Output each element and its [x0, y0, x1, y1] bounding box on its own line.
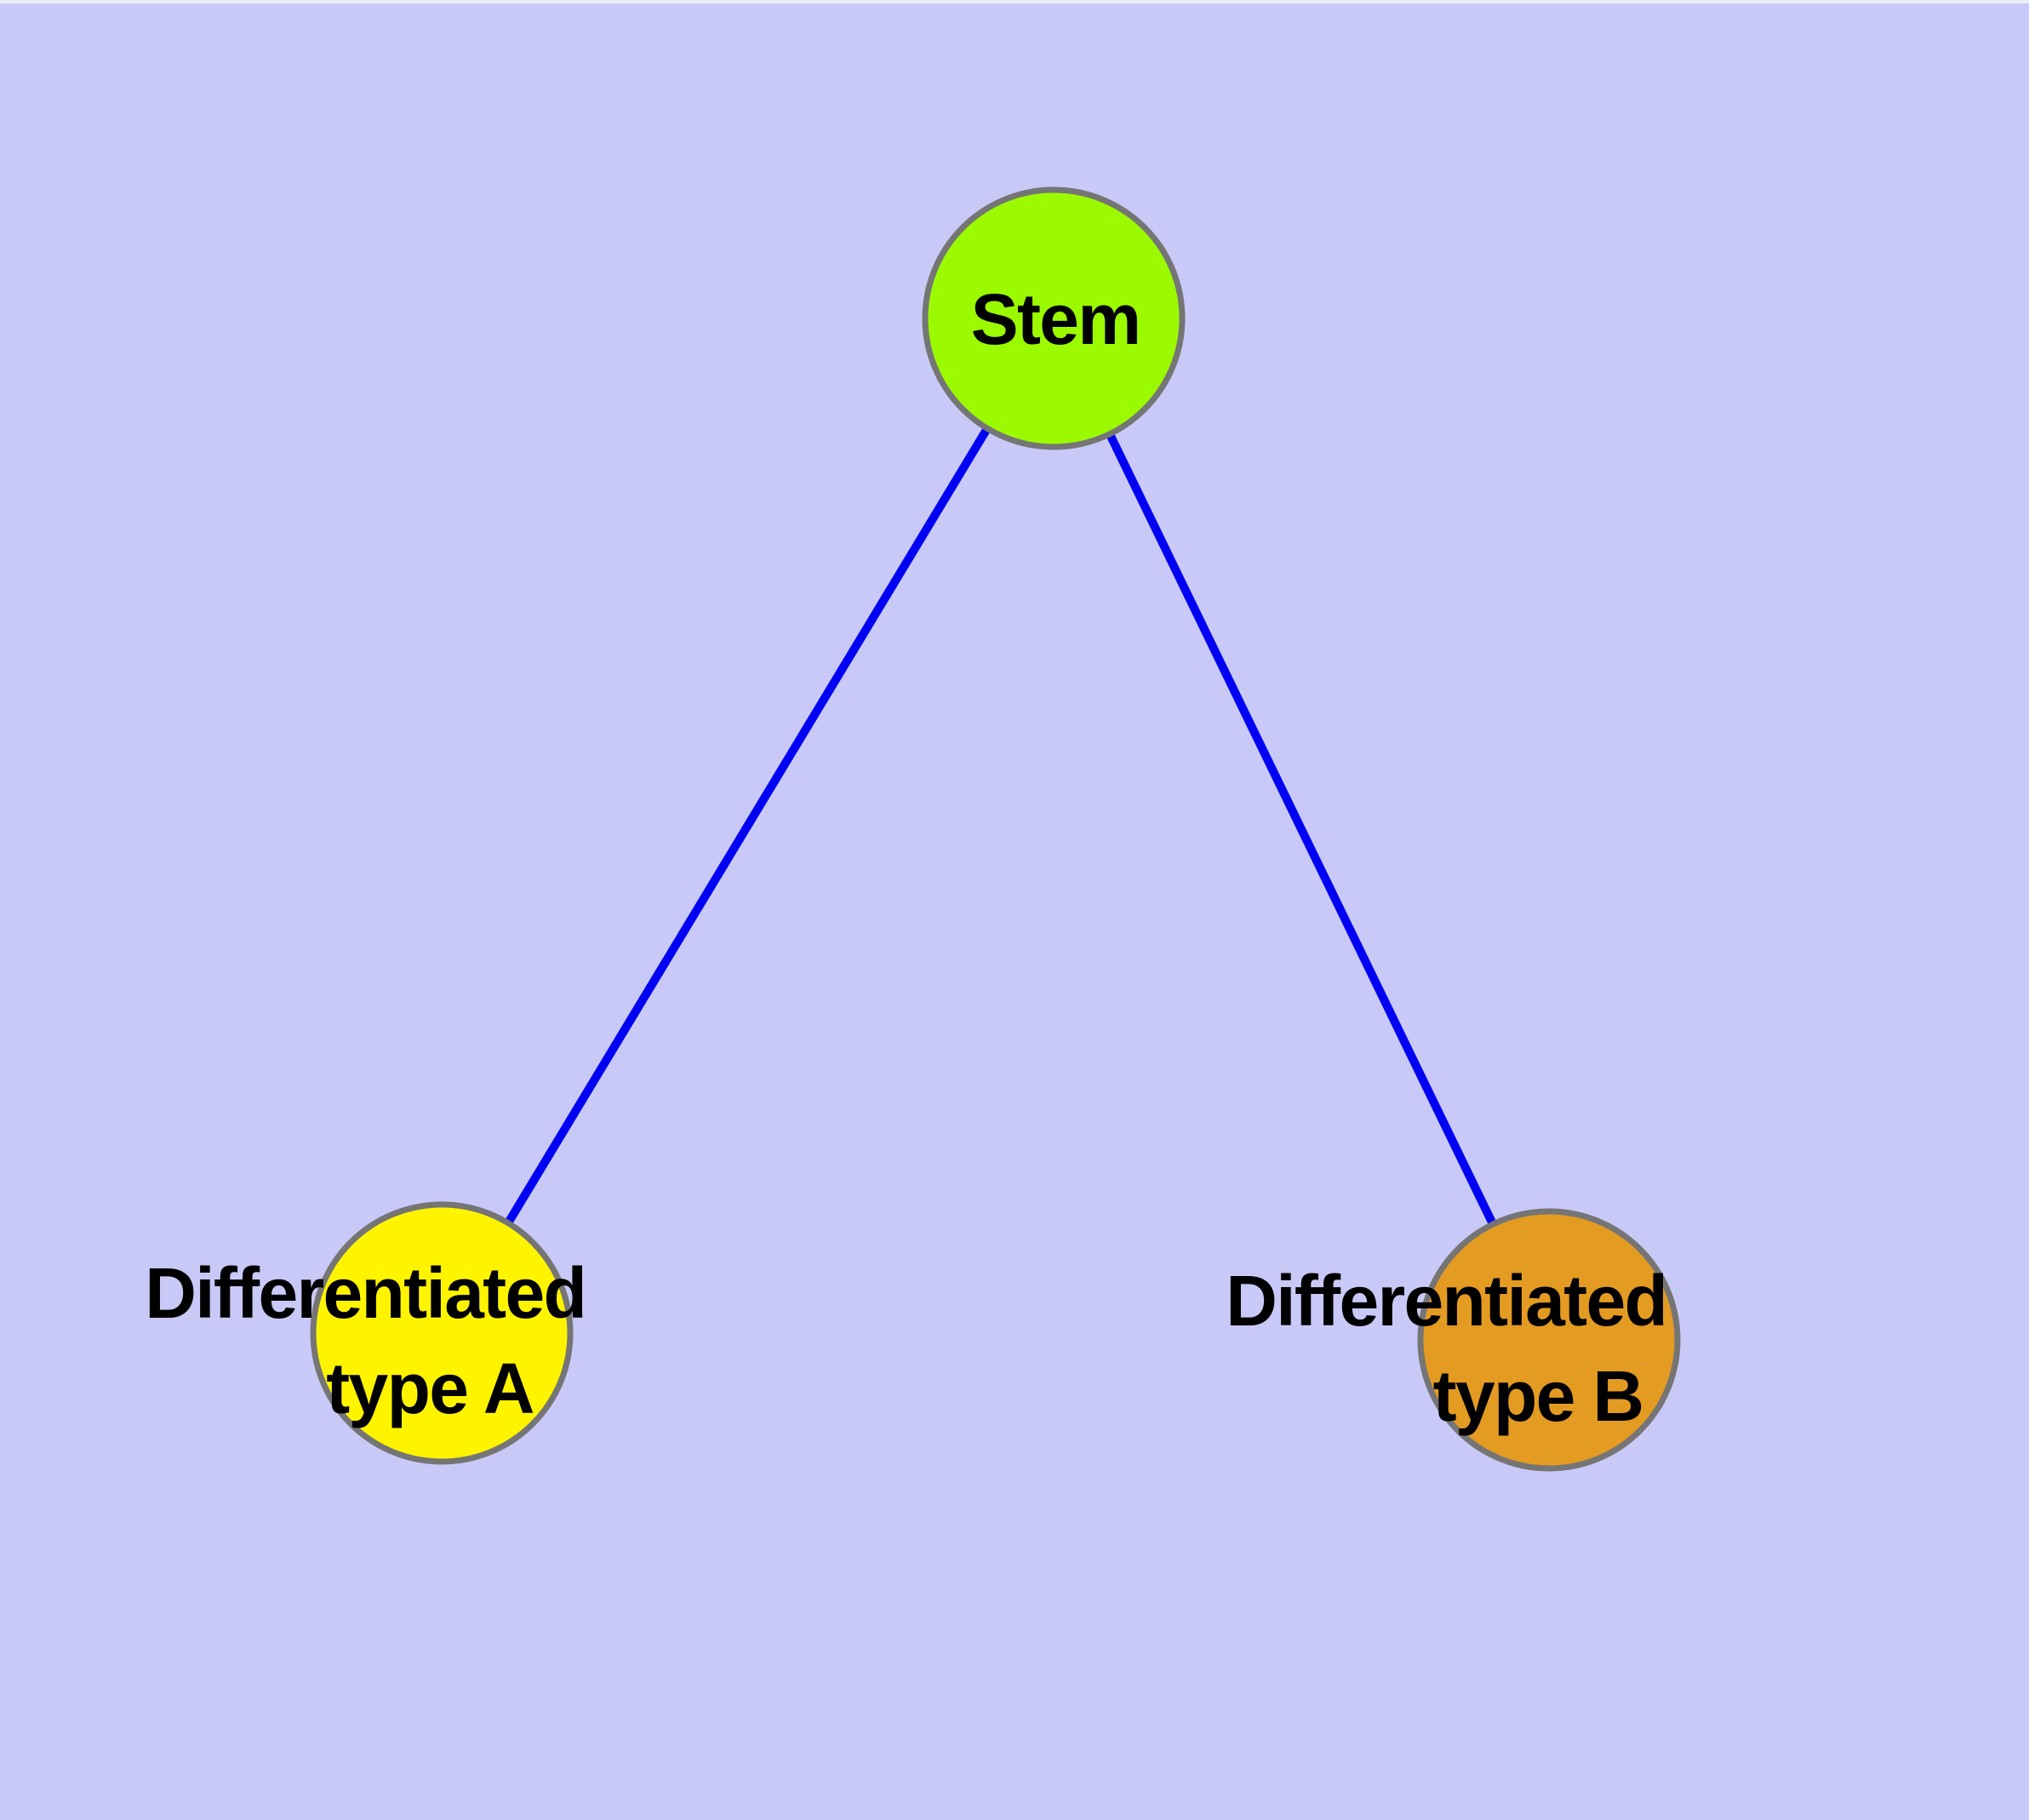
node-type-a-label-line-1: Differentiated: [145, 1253, 586, 1333]
node-differentiated-type-b[interactable]: [1417, 1208, 1681, 1472]
edge-stem-to-type-b: [1049, 316, 1553, 1342]
node-stem-label: Stem: [971, 279, 1140, 359]
edge-stem-to-type-a: [437, 316, 1058, 1336]
node-type-a-label-line-2: type A: [326, 1348, 534, 1428]
node-differentiated-type-a[interactable]: [310, 1201, 574, 1465]
node-type-b-label-line-1: Differentiated: [1226, 1261, 1666, 1341]
node-stem[interactable]: [922, 186, 1186, 450]
node-type-b-label-line-2: type B: [1433, 1356, 1643, 1436]
window-top-edge: [0, 0, 2029, 3]
node-type-a-label: Differentiated type A: [145, 1253, 604, 1428]
node-type-b-label: Differentiated type B: [1226, 1261, 1685, 1436]
